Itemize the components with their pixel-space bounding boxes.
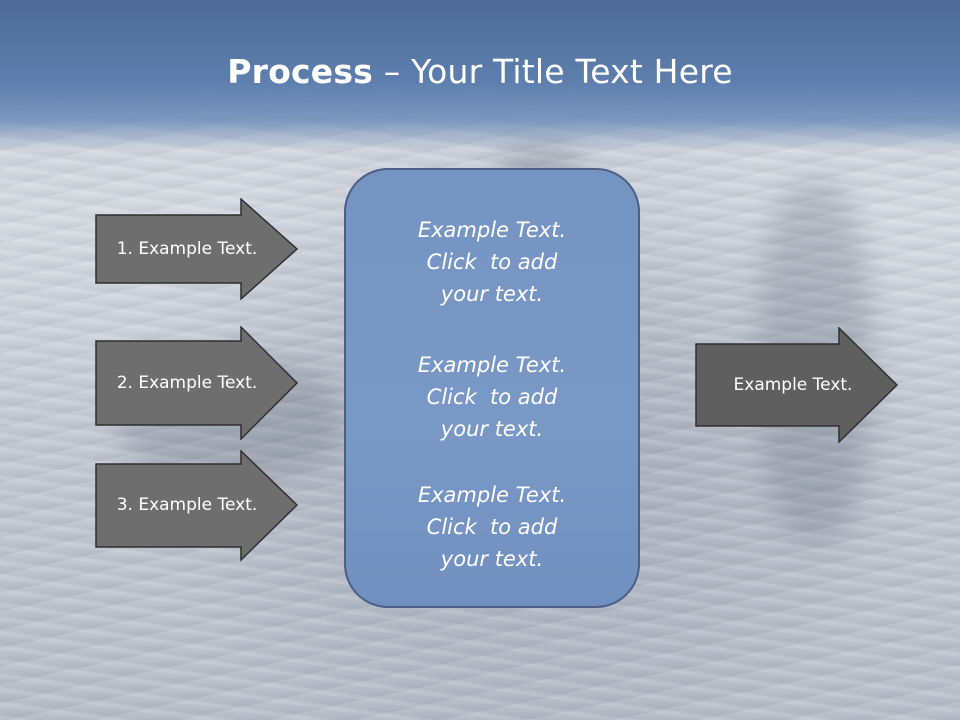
left-arrow-3[interactable]: 3. Example Text. [95, 450, 299, 564]
left-arrow-2[interactable]: 2. Example Text. [95, 326, 299, 440]
center-text-line: Example Text. [417, 218, 567, 242]
center-text-line: your text. [440, 282, 544, 306]
arrow-label: 1. Example Text. [116, 239, 258, 259]
center-text-line: Example Text. [417, 353, 567, 377]
center-text-line: Click to add [426, 250, 558, 274]
center-text-line: your text. [440, 417, 544, 441]
center-text-line: your text. [440, 547, 544, 571]
center-text-line: Example Text. [417, 483, 567, 507]
center-text-line: Click to add [426, 385, 558, 409]
title-bold-text: Process [227, 52, 374, 91]
right-arrow[interactable]: Example Text. [695, 327, 899, 443]
center-text-box[interactable]: Example Text. Click to add your text. Ex… [344, 168, 640, 608]
title-rest-text: – Your Title Text Here [373, 52, 733, 91]
arrow-shape-icon [95, 450, 299, 562]
center-text-line: Click to add [426, 515, 558, 539]
slide-title[interactable]: Process – Your Title Text Here [0, 52, 960, 91]
center-text-block-3: Example Text. Click to add your text. [346, 479, 638, 575]
center-text-block-1: Example Text. Click to add your text. [346, 214, 638, 310]
left-arrow-1[interactable]: 1. Example Text. [95, 198, 299, 300]
arrow-label: Example Text. [733, 375, 853, 395]
arrow-label: 3. Example Text. [116, 495, 258, 515]
arrow-shape-icon [95, 198, 299, 300]
title-bar [0, 0, 960, 150]
arrow-shape-icon [95, 326, 299, 440]
arrow-label: 2. Example Text. [116, 373, 258, 393]
center-text-block-2: Example Text. Click to add your text. [346, 349, 638, 445]
arrow-shape-icon [695, 327, 899, 443]
